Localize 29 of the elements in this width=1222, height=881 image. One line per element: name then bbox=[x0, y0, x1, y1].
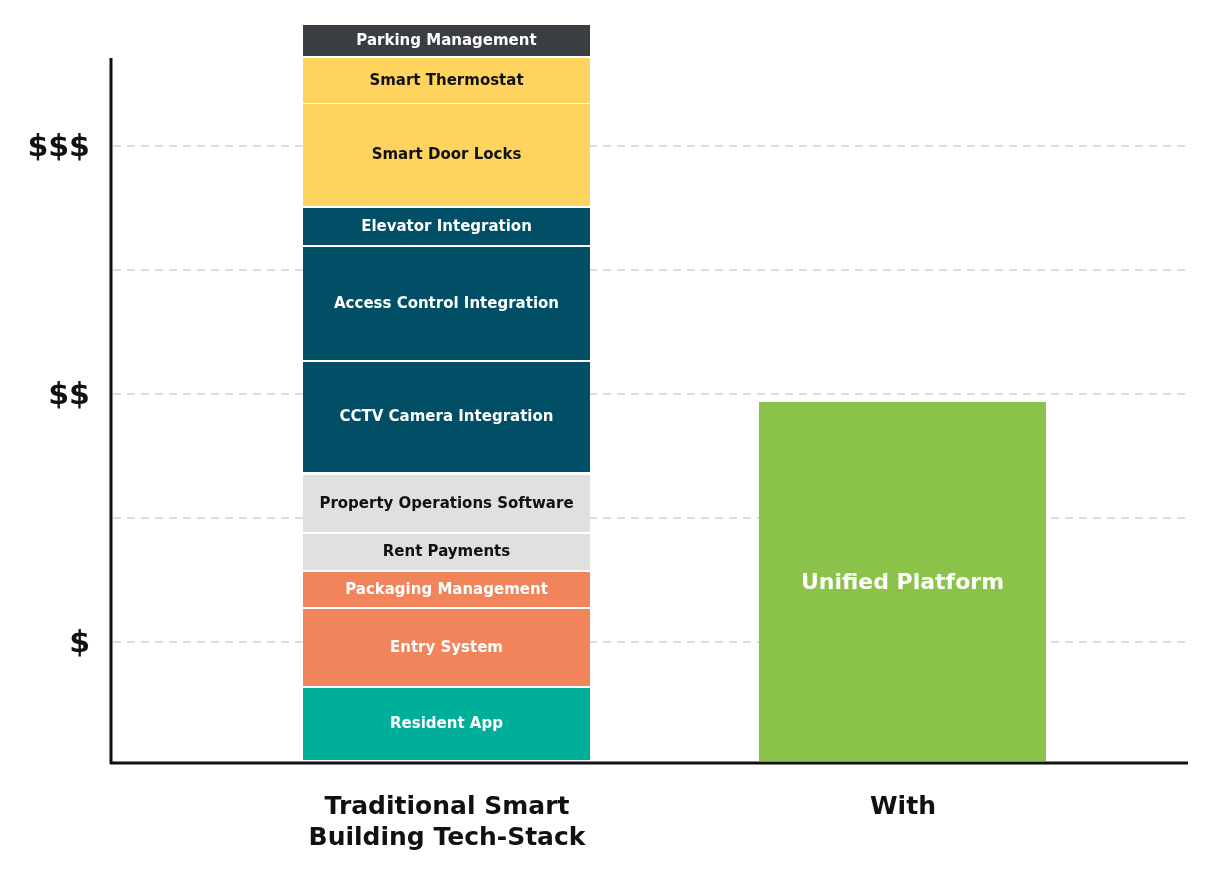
bar-segment bbox=[303, 572, 590, 607]
segment-label: Rent Payments bbox=[382, 543, 511, 561]
segment-label: Smart Thermostat bbox=[369, 71, 524, 90]
category-label: With bbox=[869, 790, 937, 822]
segment-label: Entry System bbox=[390, 638, 503, 657]
segment-label: Access Control Integration bbox=[334, 294, 559, 313]
bar-segment bbox=[303, 58, 590, 103]
bar-segment bbox=[303, 475, 590, 532]
segment-label: Parking Management bbox=[356, 31, 537, 50]
segment-label: CCTV Camera Integration bbox=[339, 408, 554, 426]
segment-label: Property Operations Software bbox=[319, 494, 574, 513]
segment-label: Smart Door Locks bbox=[371, 146, 522, 164]
segment-label: Unified Platform bbox=[800, 568, 1005, 595]
bar-segment bbox=[303, 25, 590, 56]
bar-segment bbox=[303, 104, 590, 206]
bar-segment bbox=[303, 688, 590, 760]
axis-tick-label: $$$ bbox=[26, 127, 90, 165]
segment-label: Packaging Management bbox=[345, 580, 548, 599]
category-label: Traditional Smart Building Tech-Stack bbox=[307, 790, 587, 853]
segment-label: Elevator Integration bbox=[361, 217, 532, 236]
bar-segment bbox=[759, 402, 1046, 761]
bar-segment bbox=[303, 247, 590, 360]
axis-tick-label: $ bbox=[68, 623, 90, 661]
bar-segment bbox=[303, 208, 590, 245]
segment-label: Resident App bbox=[390, 715, 503, 733]
axis-tick-label: $$ bbox=[47, 375, 90, 413]
bar-segment bbox=[303, 362, 590, 472]
bar-segment bbox=[303, 534, 590, 570]
bar-segment bbox=[303, 609, 590, 686]
